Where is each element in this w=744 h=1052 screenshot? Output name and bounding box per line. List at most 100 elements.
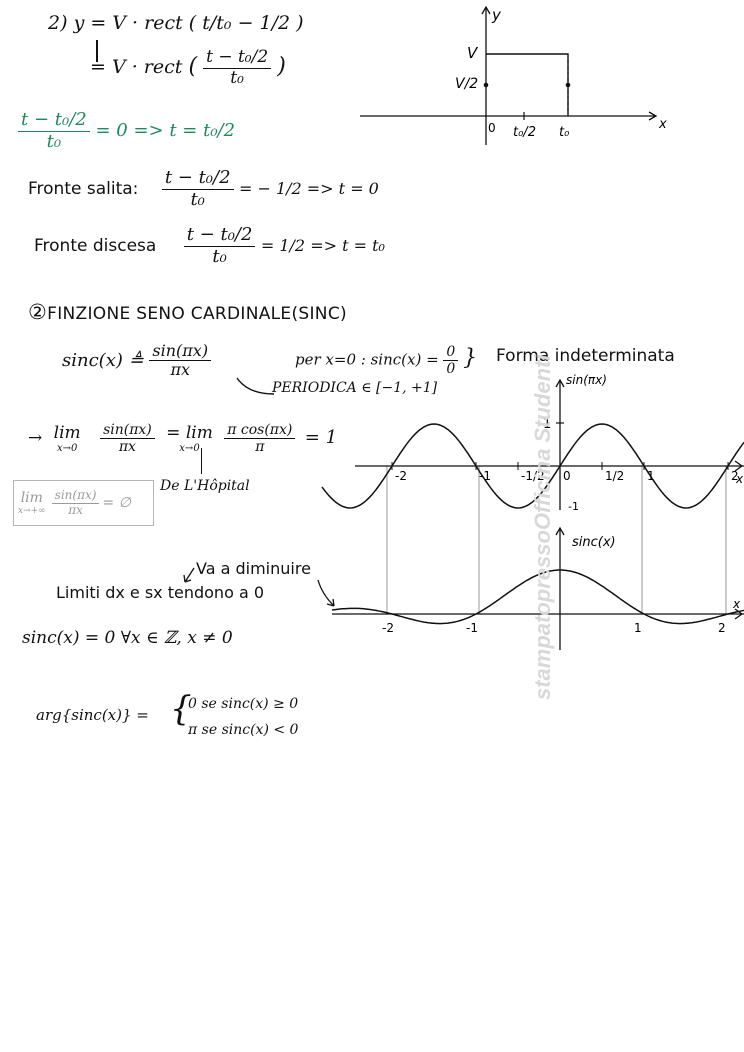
- sin-tick-labels: -2 -1 -1/2 0 1/2 1 2: [391, 462, 739, 483]
- limit-lim: lim: [53, 423, 81, 444]
- sinc-tick-label: -2: [382, 621, 394, 635]
- rect-half-dot-left: [483, 82, 489, 88]
- zero-num: 0: [443, 344, 459, 362]
- sinc-def-lhs: sinc(x) ≜: [62, 349, 144, 371]
- rect-half-dot-right: [565, 82, 571, 88]
- arg-lhs: arg{sinc(x)} =: [36, 706, 149, 724]
- sin-tick-label: 1/2: [605, 469, 624, 483]
- boxed-sub: x→+∞: [18, 506, 46, 516]
- sinc-tick-labels: -2 -1 1 2: [382, 621, 726, 635]
- limit-sub-2: x→0: [179, 443, 200, 455]
- sin-tick-label: -1: [479, 469, 491, 483]
- sinc-heading: ②FINZIONE SENO CARDINALE(SINC): [28, 300, 347, 324]
- limits-note: Limiti dx e sx tendono a 0: [56, 583, 265, 602]
- hopital-pointer: [201, 448, 203, 474]
- sin-y-arrow: [555, 378, 565, 388]
- periodic-hook: [236, 377, 275, 395]
- rect-graph: y x V V/2 0 t₀/2 t₀: [360, 5, 667, 145]
- rect-eq2-den: t₀: [230, 67, 244, 88]
- decrease-note: Va a diminuire: [196, 559, 311, 578]
- green-num: t − t₀/2: [18, 109, 90, 132]
- rect-pulse: [486, 53, 569, 116]
- sin-tick-label: -2: [395, 469, 407, 483]
- rect-x-label: x: [658, 117, 667, 132]
- sinc-y-label: sinc(x): [572, 535, 616, 550]
- sin-tick-label: 0: [563, 469, 571, 483]
- rise-label: Fronte salita:: [28, 179, 139, 200]
- rect-eq2-num: t − t₀/2: [203, 47, 272, 69]
- watermark: stampatopressoOfficina Studenti: [530, 354, 555, 700]
- sinc-x-arrow: [734, 608, 744, 620]
- sin-tick-label: -1/2: [521, 469, 545, 483]
- sinc-definition: sinc(x) ≜ sin(πx)πx: [62, 341, 212, 380]
- limit-infinity-box: lim x→+∞ sin(πx)πx = ∅: [13, 480, 154, 526]
- sinc-at-zero-text: per x=0 : sinc(x) =: [295, 350, 439, 369]
- sin-tick-label: 1: [647, 469, 655, 483]
- fall-den: t₀: [212, 245, 227, 267]
- arg-case-1: 0 se sinc(x) ≥ 0: [188, 696, 299, 712]
- hopital-note: De L'Hôpital: [160, 478, 250, 494]
- zero-den: 0: [446, 361, 456, 378]
- rect-eq1-lhs: y = V · rect: [73, 12, 183, 34]
- sin-x-label: x: [735, 472, 744, 486]
- indeterminate-form: Forma indeterminata: [496, 346, 675, 366]
- limit-arrow: →: [28, 428, 43, 449]
- limit-den: πx: [118, 439, 136, 456]
- rect-eq1-arg: ( t/t₀ − 1/2 ): [188, 12, 304, 34]
- arg-brace: {: [170, 689, 192, 729]
- green-rhs: = 0 => t = t₀/2: [95, 120, 236, 142]
- limits-arrow: [317, 579, 335, 607]
- rise-rhs: = − 1/2 => t = 0: [238, 179, 379, 199]
- rect-y-label: y: [491, 6, 502, 24]
- sinc-heading-number: ②: [28, 300, 48, 324]
- green-den: t₀: [46, 130, 62, 152]
- sinc-tick-label: -1: [466, 621, 478, 635]
- limit-sub: x→0: [56, 443, 78, 455]
- decrease-arrow: [183, 567, 195, 583]
- rect-eq2-lhs: = V · rect: [90, 56, 183, 79]
- rect-y-arrow: [481, 5, 491, 15]
- rect-x-arrow: [648, 111, 658, 121]
- sinc-heading-text: FINZIONE SENO CARDINALE(SINC): [47, 304, 347, 324]
- rect-level-v: V: [467, 44, 479, 62]
- limit-num-2: π cos(πx): [224, 422, 296, 440]
- boxed-den: πx: [68, 502, 83, 517]
- boxed-num: sin(πx): [51, 488, 100, 504]
- sinc-def-num: sin(πx): [149, 341, 212, 362]
- sin-y-neg-label: -1: [568, 500, 579, 513]
- fall-num: t − t₀/2: [183, 224, 256, 247]
- rect-tick-t0: t₀: [559, 125, 570, 140]
- sinc-tick-label: 1: [634, 621, 642, 635]
- rect-level-half: V/2: [455, 76, 478, 92]
- sinc-tick-label: 2: [718, 621, 726, 635]
- bracket-line: [96, 40, 98, 62]
- sinc-zeros: sinc(x) = 0 ∀x ∈ ℤ, x ≠ 0: [22, 628, 233, 648]
- sin-y-label: sin(πx): [566, 373, 607, 387]
- arg-case-2: π se sinc(x) < 0: [188, 722, 299, 738]
- limit-zero: → lim x→0 sin(πx)πx = lim x→0 π cos(πx)π…: [28, 422, 337, 455]
- sinc-def-den: πx: [170, 360, 190, 380]
- limit-den-2: π: [255, 439, 265, 456]
- rise-num: t − t₀/2: [161, 167, 234, 190]
- sin-tick-label: 2: [731, 469, 739, 483]
- sinc-curve: [331, 569, 744, 625]
- boxed-rhs: = ∅: [102, 495, 131, 511]
- fall-label: Fronte discesa: [34, 236, 157, 257]
- sin-x-arrow: [734, 460, 744, 472]
- section-number: 2): [48, 12, 68, 34]
- periodic-note: PERIODICA ∈ [−1, +1]: [272, 380, 438, 396]
- boxed-lim: lim: [20, 490, 43, 506]
- sinc-y-arrow: [555, 526, 565, 536]
- limit-result: = 1: [304, 427, 338, 449]
- sinc-x-label: x: [732, 597, 741, 611]
- limit-num: sin(πx): [100, 422, 155, 440]
- sin-y-pos-label: 1: [543, 417, 551, 432]
- fall-rhs: = 1/2 => t = t₀: [260, 236, 385, 256]
- zero-guides: [386, 466, 727, 614]
